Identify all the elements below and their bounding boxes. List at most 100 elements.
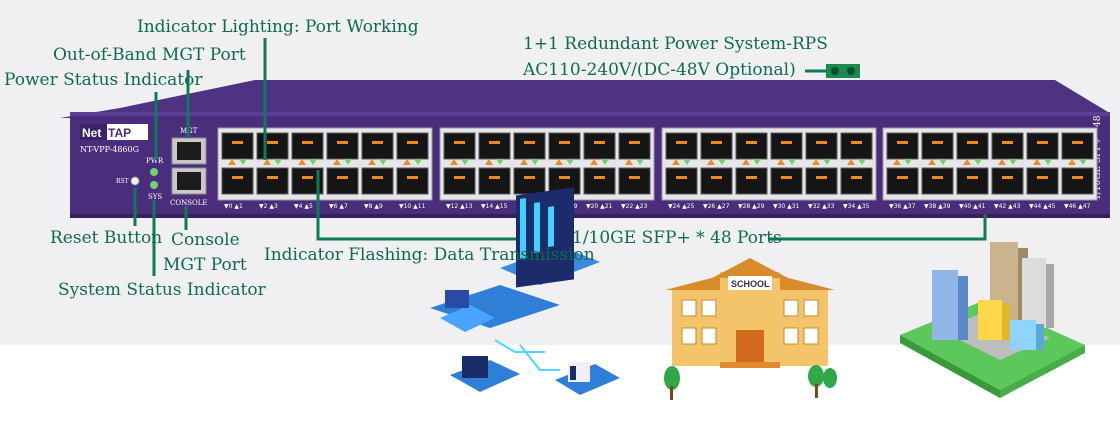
sfp-port-tab xyxy=(594,141,605,144)
port-number-label: ▼22 ▲23 xyxy=(621,203,648,210)
port-led-icon xyxy=(1079,159,1087,165)
sfp-port-tab xyxy=(1072,176,1083,179)
sfp-port xyxy=(1026,132,1059,160)
sfp-port xyxy=(1061,167,1094,195)
sfp-port-tab xyxy=(454,176,465,179)
sfp-port-tab xyxy=(337,176,348,179)
sfp-port-tab xyxy=(897,141,908,144)
sfp-port xyxy=(735,167,768,195)
port-number-label: ▼24 ▲25 xyxy=(668,203,695,210)
sfp-port-tab xyxy=(267,176,278,179)
port-led-icon xyxy=(566,159,574,165)
port-led-icon xyxy=(601,159,609,165)
sfp-port xyxy=(1061,132,1094,160)
sfp-port-tab xyxy=(1002,141,1013,144)
sfp-port xyxy=(840,132,873,160)
sfp-port xyxy=(735,132,768,160)
sfp-port xyxy=(700,167,733,195)
sfp-port xyxy=(291,132,324,160)
sfp-port-tab xyxy=(232,141,243,144)
sfp-port xyxy=(583,167,616,195)
school-sign-text: SCHOOL xyxy=(731,279,770,289)
sfp-port xyxy=(665,167,698,195)
datacenter-illustration xyxy=(430,187,620,395)
chassis-edge xyxy=(70,112,1110,116)
rps-terminal-icon xyxy=(831,67,839,75)
port-led-icon xyxy=(928,159,936,165)
callout-console-line2: MGT Port xyxy=(163,255,247,275)
port-number-label: ▼20 ▲21 xyxy=(586,203,613,210)
sfp-port-tab xyxy=(676,141,687,144)
sfp-port-group xyxy=(661,127,877,201)
sfp-port-tab xyxy=(781,176,792,179)
sys-led xyxy=(150,181,158,189)
sfp-port-tab xyxy=(816,141,827,144)
port-led-icon xyxy=(496,159,504,165)
port-led-icon xyxy=(777,159,785,165)
port-led-icon xyxy=(939,159,947,165)
port-led-icon xyxy=(239,159,247,165)
port-led-icon xyxy=(788,159,796,165)
brand-logo-tap: TAP xyxy=(108,126,131,140)
sfp-port-tab xyxy=(1037,141,1048,144)
sfp-port-tab xyxy=(967,176,978,179)
sfp-port-tab xyxy=(967,141,978,144)
sfp-port xyxy=(805,132,838,160)
sfp-port-tab xyxy=(302,141,313,144)
sfp-port-tab xyxy=(932,141,943,144)
port-number-label: ▼38 ▲39 xyxy=(924,203,951,210)
port-led-icon xyxy=(974,159,982,165)
sfp-port xyxy=(221,132,254,160)
mgt-port-socket xyxy=(177,142,201,160)
rst-label: RST xyxy=(116,178,129,185)
side-label: 1/10GE SFP+ * 48 xyxy=(1093,115,1103,200)
port-led-icon xyxy=(998,159,1006,165)
sfp-port-tab xyxy=(337,141,348,144)
sfp-port xyxy=(396,132,429,160)
port-led-icon xyxy=(485,159,493,165)
port-led-icon xyxy=(403,159,411,165)
port-number-label: ▼10 ▲11 xyxy=(399,203,426,210)
port-led-icon xyxy=(228,159,236,165)
brand-logo-net: Net xyxy=(82,126,101,140)
port-led-icon xyxy=(823,159,831,165)
port-number-label: ▼8 ▲9 xyxy=(364,203,383,210)
sfp-port xyxy=(443,132,476,160)
sfp-port-group xyxy=(882,127,1098,201)
port-led-icon xyxy=(893,159,901,165)
school-illustration: SCHOOL xyxy=(664,258,837,400)
sfp-port-tab xyxy=(267,141,278,144)
sfp-port-tab xyxy=(1072,141,1083,144)
port-led-icon xyxy=(753,159,761,165)
rps-terminal-icon xyxy=(847,67,855,75)
chassis-top xyxy=(60,80,1108,118)
sfp-port-tab xyxy=(407,141,418,144)
sfp-port-tab xyxy=(629,141,640,144)
sfp-port xyxy=(443,167,476,195)
sfp-port-group xyxy=(439,127,655,201)
port-led-icon xyxy=(963,159,971,165)
sfp-port xyxy=(886,167,919,195)
port-led-icon xyxy=(1044,159,1052,165)
sfp-port xyxy=(886,132,919,160)
sfp-port xyxy=(956,132,989,160)
port-number-label: ▼36 ▲37 xyxy=(889,203,916,210)
port-led-icon xyxy=(414,159,422,165)
sfp-port xyxy=(618,167,651,195)
line-indicator-flashing xyxy=(316,170,560,241)
port-led-icon xyxy=(858,159,866,165)
port-led-icon xyxy=(461,159,469,165)
callout-sfp-ports: 1/10GE SFP+ * 48 Ports xyxy=(572,228,782,248)
port-led-icon xyxy=(904,159,912,165)
sfp-port xyxy=(921,132,954,160)
port-led-icon xyxy=(683,159,691,165)
sfp-port xyxy=(478,132,511,160)
city-illustration xyxy=(900,242,1085,398)
port-led-icon xyxy=(298,159,306,165)
port-number-label: ▼6 ▲7 xyxy=(329,203,348,210)
port-led-icon xyxy=(379,159,387,165)
port-number-label: ▼14 ▲15 xyxy=(481,203,508,210)
sfp-port-tab xyxy=(372,141,383,144)
port-led-icon xyxy=(636,159,644,165)
